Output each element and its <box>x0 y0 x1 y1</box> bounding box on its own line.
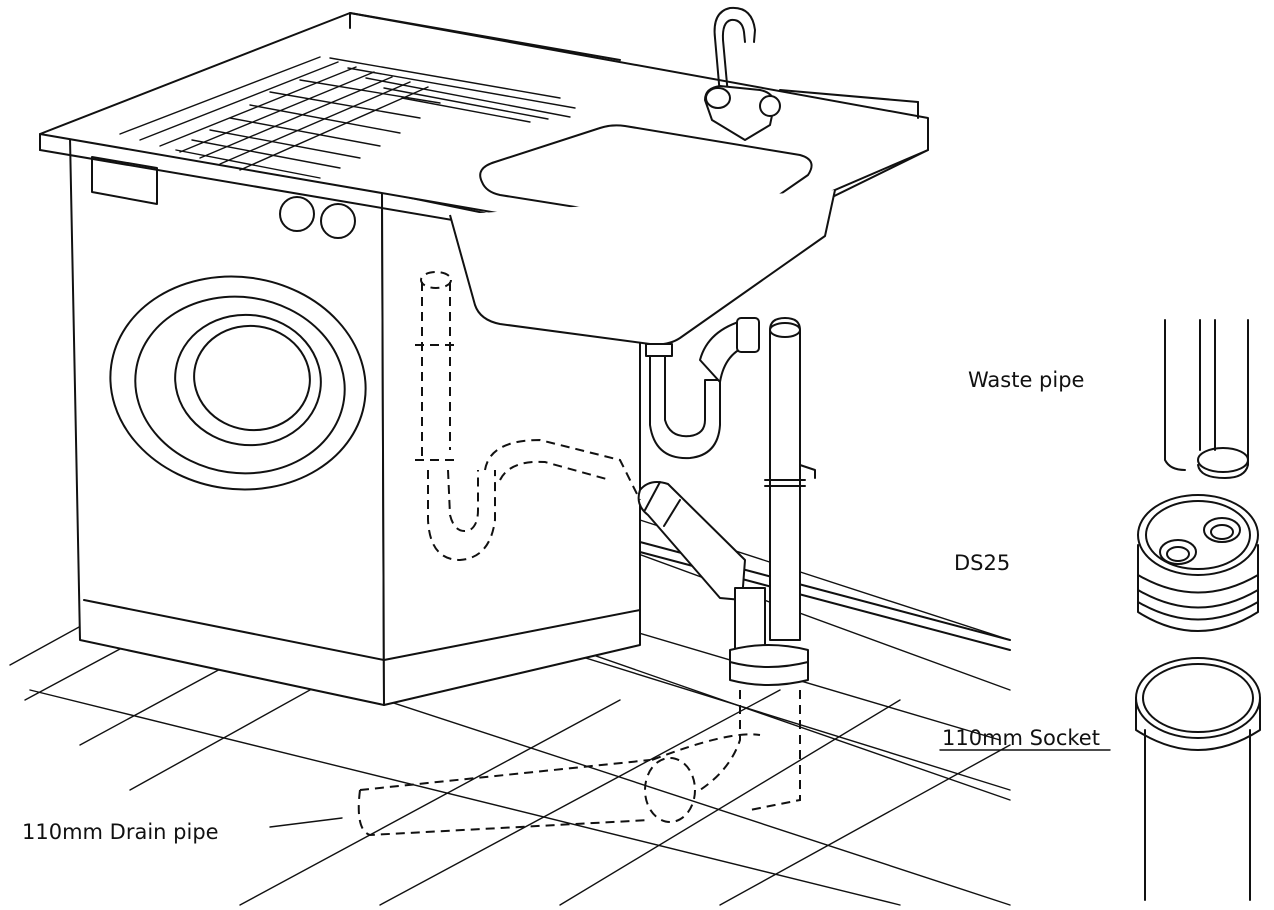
label-110mm-drain-pipe: 110mm Drain pipe <box>22 820 219 844</box>
washing-machine-door <box>109 275 367 491</box>
component-waste-pipes <box>1164 319 1249 479</box>
hidden-pipework <box>357 271 801 837</box>
label-leaders <box>269 749 1111 828</box>
sink-unit <box>39 6 929 346</box>
component-ds25 <box>1137 494 1259 632</box>
control-knob-right <box>320 203 356 239</box>
label-waste-pipe: Waste pipe <box>968 368 1085 392</box>
draining-board-grooves <box>119 56 576 179</box>
sink-trap <box>645 317 760 460</box>
sink-bowl-rim <box>479 124 813 230</box>
vertical-waste-pipe <box>764 317 816 641</box>
washing-machine-waste-pipe <box>637 481 766 656</box>
component-110mm-socket <box>1135 657 1261 901</box>
label-110mm-socket: 110mm Socket <box>942 726 1100 750</box>
ds25-connector-fitted <box>729 644 809 686</box>
mixer-tap <box>704 6 781 141</box>
washing-machine <box>69 137 641 706</box>
control-knob-left <box>279 196 315 232</box>
label-ds25: DS25 <box>954 551 1011 575</box>
control-panel-display <box>91 156 158 205</box>
